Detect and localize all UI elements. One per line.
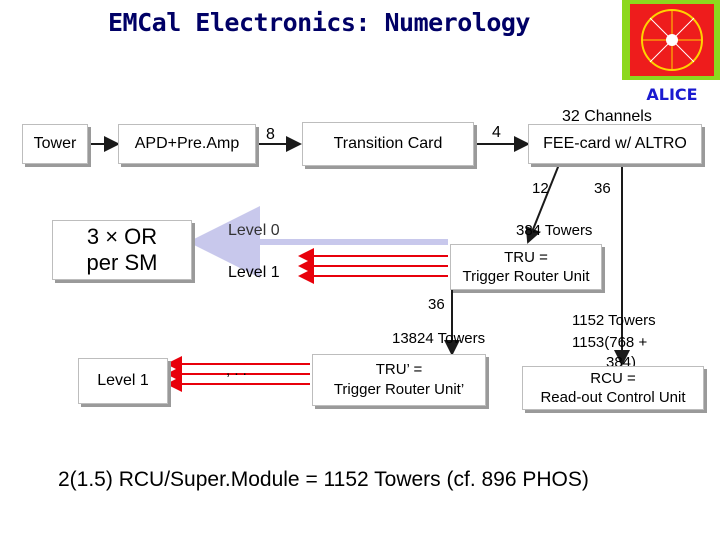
or-per-sm-box: 3 × OR per SM bbox=[52, 220, 192, 280]
count-transition-fee: 4 bbox=[492, 124, 501, 141]
ellipsis-label: , . . bbox=[226, 362, 247, 379]
alice-logo-text: ALICE bbox=[646, 85, 697, 104]
transition-card-box: Transition Card bbox=[302, 122, 474, 166]
tru-box: TRU = Trigger Router Unit bbox=[450, 244, 602, 290]
tru-prime-line2: Trigger Router Unit’ bbox=[333, 381, 465, 398]
rcu-line1: RCU = bbox=[590, 370, 636, 387]
rcu-line2: Read-out Control Unit bbox=[540, 389, 686, 406]
tru-towers-label: 384 Towers bbox=[516, 222, 593, 239]
tru-prime-towers-label: 13824 Towers bbox=[392, 330, 486, 347]
tru-line1: TRU = bbox=[504, 249, 548, 266]
page-title: EMCal Electronics: Numerology bbox=[108, 8, 531, 37]
fee-channels-label: 32 Channels bbox=[562, 108, 652, 125]
apd-box: APD+Pre.Amp bbox=[118, 124, 256, 164]
bottom-level1-box: Level 1 bbox=[78, 358, 168, 404]
tru-prime-box: TRU’ = Trigger Router Unit’ bbox=[312, 354, 486, 406]
tru-prime-count-36: 36 bbox=[428, 296, 445, 313]
rcu-box: RCU = Read-out Control Unit bbox=[522, 366, 704, 410]
rcu-towers-label: 1152 Towers bbox=[572, 312, 656, 329]
arrow-fee-tru bbox=[525, 161, 561, 244]
tru-prime-line1: TRU’ = bbox=[375, 361, 423, 378]
transition-card-label: Transition Card bbox=[333, 135, 443, 152]
rcu-calc-label: 1153(768 + bbox=[572, 334, 648, 351]
level0-label: Level 0 bbox=[228, 222, 280, 239]
bottom-level1-label: Level 1 bbox=[97, 372, 149, 389]
footer-note: 2(1.5) RCU/Super.Module = 1152 Towers (c… bbox=[58, 468, 589, 491]
count-36: 36 bbox=[594, 180, 611, 197]
or-per-sm-line2: per SM bbox=[86, 250, 158, 275]
tower-label: Tower bbox=[33, 135, 77, 152]
fee-card-label: FEE-card w/ ALTRO bbox=[543, 135, 687, 152]
count-12: 12 bbox=[532, 180, 549, 197]
fee-card-box: FEE-card w/ ALTRO bbox=[528, 124, 702, 164]
or-per-sm-line1: 3 × OR bbox=[86, 224, 158, 249]
count-apd-transition: 8 bbox=[266, 126, 275, 143]
tower-box: Tower bbox=[22, 124, 88, 164]
apd-label: APD+Pre.Amp bbox=[134, 135, 240, 152]
tru-line2: Trigger Router Unit bbox=[462, 268, 590, 285]
level1-label: Level 1 bbox=[228, 264, 280, 281]
alice-logo: ALICE bbox=[622, 0, 720, 104]
